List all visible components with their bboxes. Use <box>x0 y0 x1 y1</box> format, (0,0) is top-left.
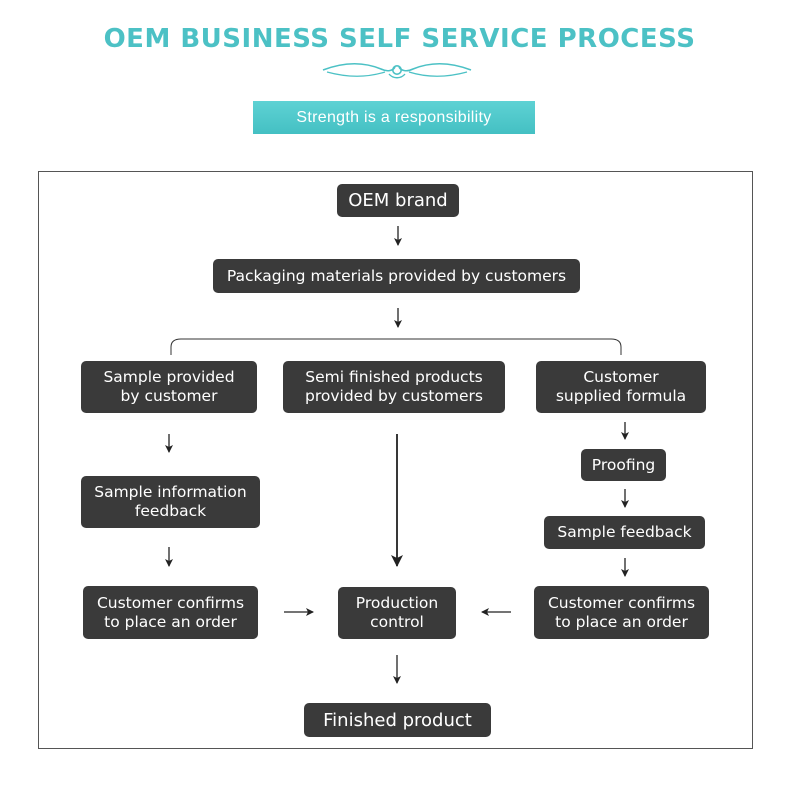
node-oem-brand: OEM brand <box>337 184 459 217</box>
node-customer-formula: Customer supplied formula <box>536 361 706 413</box>
node-sample-feedback: Sample feedback <box>544 516 705 549</box>
page-title: OEM BUSINESS SELF SERVICE PROCESS <box>103 24 696 54</box>
node-finished-product: Finished product <box>304 703 491 737</box>
slogan-banner: Strength is a responsibility <box>253 101 535 134</box>
flowchart-frame <box>38 171 753 749</box>
node-sample-information-feedback: Sample information feedback <box>81 476 260 528</box>
node-proofing: Proofing <box>581 449 666 481</box>
node-customer-confirms-left: Customer confirms to place an order <box>83 586 258 639</box>
node-sample-by-customer: Sample provided by customer <box>81 361 257 413</box>
node-packaging-materials: Packaging materials provided by customer… <box>213 259 580 293</box>
node-semi-finished-products: Semi finished products provided by custo… <box>283 361 505 413</box>
decorative-flourish-icon <box>322 63 472 79</box>
node-production-control: Production control <box>338 587 456 639</box>
node-customer-confirms-right: Customer confirms to place an order <box>534 586 709 639</box>
